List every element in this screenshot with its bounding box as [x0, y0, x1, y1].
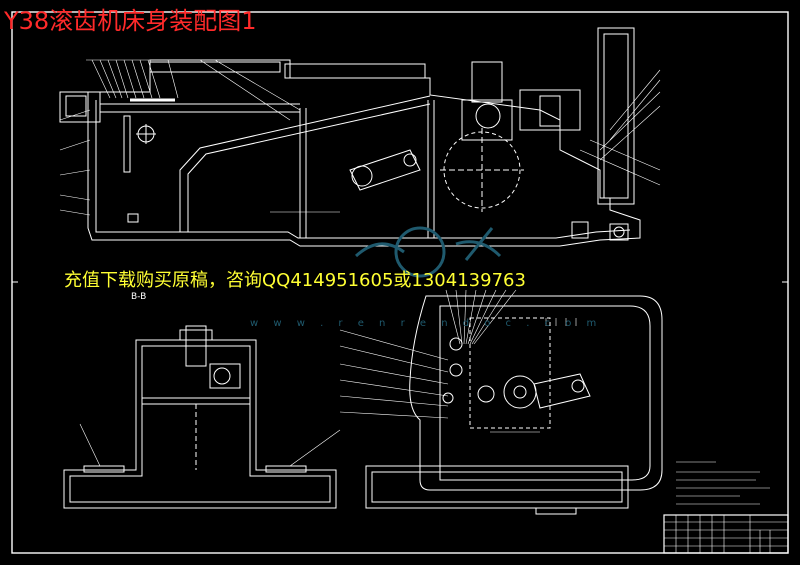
slanted-rib	[179, 95, 431, 232]
pulley-right	[403, 153, 417, 167]
pulley-left	[351, 165, 373, 187]
section-inner-wall	[69, 345, 331, 503]
plan-gear-hub	[513, 385, 527, 399]
watermark-logo-icon	[354, 226, 502, 278]
right-base-block	[609, 223, 629, 241]
gearbox	[461, 99, 513, 141]
main-elevation-view	[59, 27, 661, 247]
plan-outline	[409, 295, 663, 491]
top-rail	[149, 61, 281, 73]
promo-banner: 充值下载购买原稿，咨询QQ414951605或1304139763	[64, 270, 526, 291]
section-gearbox	[209, 363, 241, 389]
top-plan-view	[339, 289, 663, 515]
plan-pin-3	[442, 392, 454, 404]
section-bb-view	[63, 325, 341, 509]
right-base-hole	[613, 226, 625, 238]
drawing-title: Y38滚齿机床身装配图1	[4, 7, 257, 35]
title-block-frame	[663, 514, 789, 554]
plan-pin-1	[449, 337, 463, 351]
bed-inner-wall	[95, 100, 631, 239]
plan-leaders	[339, 289, 577, 419]
right-column-inner	[603, 33, 629, 199]
plan-arm	[533, 373, 591, 409]
right-column	[597, 27, 635, 205]
belt-link	[349, 149, 421, 191]
left-housing	[59, 91, 101, 123]
gearbox-hole	[475, 103, 501, 129]
plan-base-inner	[371, 471, 623, 503]
section-leader-1	[79, 423, 101, 467]
transmission-box	[519, 89, 581, 131]
left-flange	[65, 95, 87, 117]
section-label-bb: B-B	[131, 292, 147, 302]
bed-outline	[87, 59, 641, 247]
section-foot-left	[83, 465, 125, 473]
plan-foot	[535, 507, 577, 515]
section-gear-hole	[213, 367, 231, 385]
plan-inner	[439, 305, 651, 481]
plan-gear	[503, 375, 537, 409]
section-leader-2	[289, 429, 341, 467]
plan-arm-pin	[571, 379, 585, 393]
section-motor-cap	[179, 329, 213, 341]
small-detail-1	[571, 221, 589, 239]
plan-base	[365, 465, 629, 509]
tech-notes-lines	[676, 461, 770, 505]
plan-frame-dash	[469, 317, 551, 429]
plan-pin-2	[449, 363, 463, 377]
section-motor	[185, 325, 207, 367]
motor-block	[471, 61, 503, 103]
watermark-text: w w w . r e n r e n d o c . c o m	[250, 318, 603, 329]
left-column	[123, 115, 131, 173]
small-detail-2	[127, 213, 139, 223]
transmission-inner	[539, 95, 561, 127]
leaders-top	[59, 59, 661, 216]
section-foot-right	[265, 465, 307, 473]
title-block	[663, 514, 789, 554]
slanted-rib-inner	[187, 103, 431, 232]
top-slide	[284, 63, 426, 79]
section-outline	[63, 339, 337, 509]
plan-small-gear	[477, 385, 495, 403]
